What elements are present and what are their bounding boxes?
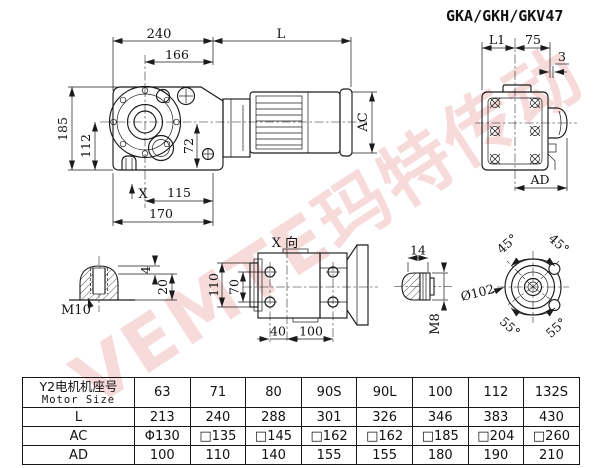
L-cell: 301 [300, 407, 358, 427]
AC-cell: □185 [411, 426, 469, 446]
angle-45-left: 45° [494, 231, 521, 257]
AC-cell: □162 [300, 426, 358, 446]
dim-166: 166 [165, 47, 189, 62]
main-assembly-view: 240 L 166 185 112 72 AC X 115 170 [55, 27, 377, 226]
AC-cell: □260 [523, 426, 580, 446]
col-header-132s: 132S [523, 377, 580, 408]
L-cell: 346 [411, 407, 469, 427]
m10-boss-detail: 4 20 M10 [61, 255, 177, 318]
flange-circles [504, 258, 562, 316]
AD-cell: 140 [245, 445, 302, 465]
thread-callout-M10: M10 [61, 303, 91, 318]
stud-nose [401, 272, 421, 301]
L-cell: 383 [467, 407, 525, 427]
L-cell: 213 [134, 407, 191, 427]
AD-cell: 100 [134, 445, 191, 465]
side-body [481, 84, 568, 171]
motor-outline [222, 88, 353, 158]
col-header-71: 71 [189, 377, 247, 408]
table-row-AC: AC Φ130 □135 □145 □162 □162 □185 □204 □2… [22, 426, 580, 446]
motor-size-header-cn: Y2电机机座号 [39, 378, 118, 394]
m8-stud-detail: 14 M8 [394, 243, 452, 335]
view-arrow-X: X [138, 187, 148, 202]
dim-170: 170 [149, 206, 173, 221]
AC-cell: □204 [467, 426, 525, 446]
dim-3: 3 [558, 49, 566, 64]
gearbox-outline [108, 85, 224, 171]
angle-55-right: 55° [543, 315, 570, 341]
AC-cell: □145 [245, 426, 302, 446]
col-header-112: 112 [467, 377, 525, 408]
dim-20: 20 [155, 279, 170, 295]
dim-AD: AD [529, 172, 549, 187]
bottom-view-body [249, 244, 369, 326]
dim-185: 185 [55, 117, 70, 141]
L-cell: 288 [245, 407, 302, 427]
angle-45-right: 45° [546, 231, 573, 257]
x-direction-view: X 向 110 70 40 10 [206, 235, 378, 343]
dim-70: 70 [227, 279, 242, 295]
AD-cell: 110 [189, 445, 247, 465]
col-header-90s: 90S [300, 377, 358, 408]
AD-cell: 210 [523, 445, 580, 465]
dim-L: L [277, 27, 286, 42]
AD-cell: 155 [356, 445, 413, 465]
AC-cell: □162 [356, 426, 413, 446]
motor-size-table: Y2电机机座号 Motor Size 63 71 80 90S 90L 100 … [22, 377, 580, 465]
AD-cell: 190 [467, 445, 525, 465]
angle-55-left: 55° [497, 314, 524, 340]
dim-AC: AC [356, 112, 371, 132]
table-row-L: L 213 240 288 301 326 346 383 430 [22, 407, 580, 427]
dim-240: 240 [147, 27, 172, 42]
page-title: GKA/GKH/GKV47 [446, 7, 564, 25]
dim-14: 14 [410, 243, 426, 258]
row-label-AC: AC [22, 426, 135, 446]
dim-4: 4 [138, 266, 153, 274]
dim-100: 100 [299, 324, 323, 339]
dim-dia-102: Ø102 [459, 281, 496, 304]
dim-75: 75 [525, 32, 541, 47]
AD-cell: 180 [411, 445, 469, 465]
col-header-80: 80 [245, 377, 302, 408]
L-cell: 430 [523, 407, 580, 427]
dim-110: 110 [206, 273, 221, 297]
dim-L1: L1 [489, 32, 505, 47]
AC-cell: □135 [189, 426, 247, 446]
dim-40: 40 [270, 324, 286, 339]
side-view: L1 75 3 AD [475, 32, 577, 191]
row-label-L: L [22, 407, 135, 427]
table-row-AD: AD 100 110 140 155 155 180 190 210 [22, 445, 580, 465]
row-label-AD: AD [22, 445, 135, 465]
thread-callout-M8: M8 [428, 313, 443, 335]
motor-size-header-en: Motor Size [41, 393, 116, 406]
dim-112: 112 [78, 134, 93, 158]
AD-cell: 155 [300, 445, 358, 465]
col-header-90l: 90L [356, 377, 413, 408]
col-header-63: 63 [134, 377, 191, 408]
col-header-100: 100 [411, 377, 469, 408]
L-cell: 326 [356, 407, 413, 427]
dim-72: 72 [181, 138, 196, 154]
flange-angle-view: 45° 45° 55° 55° Ø102 [459, 231, 572, 341]
dim-115: 115 [167, 185, 191, 200]
AC-cell: Φ130 [134, 426, 191, 446]
view-label-x: X 向 [272, 235, 298, 251]
motor-size-header: Y2电机机座号 Motor Size [22, 377, 135, 408]
L-cell: 240 [189, 407, 247, 427]
